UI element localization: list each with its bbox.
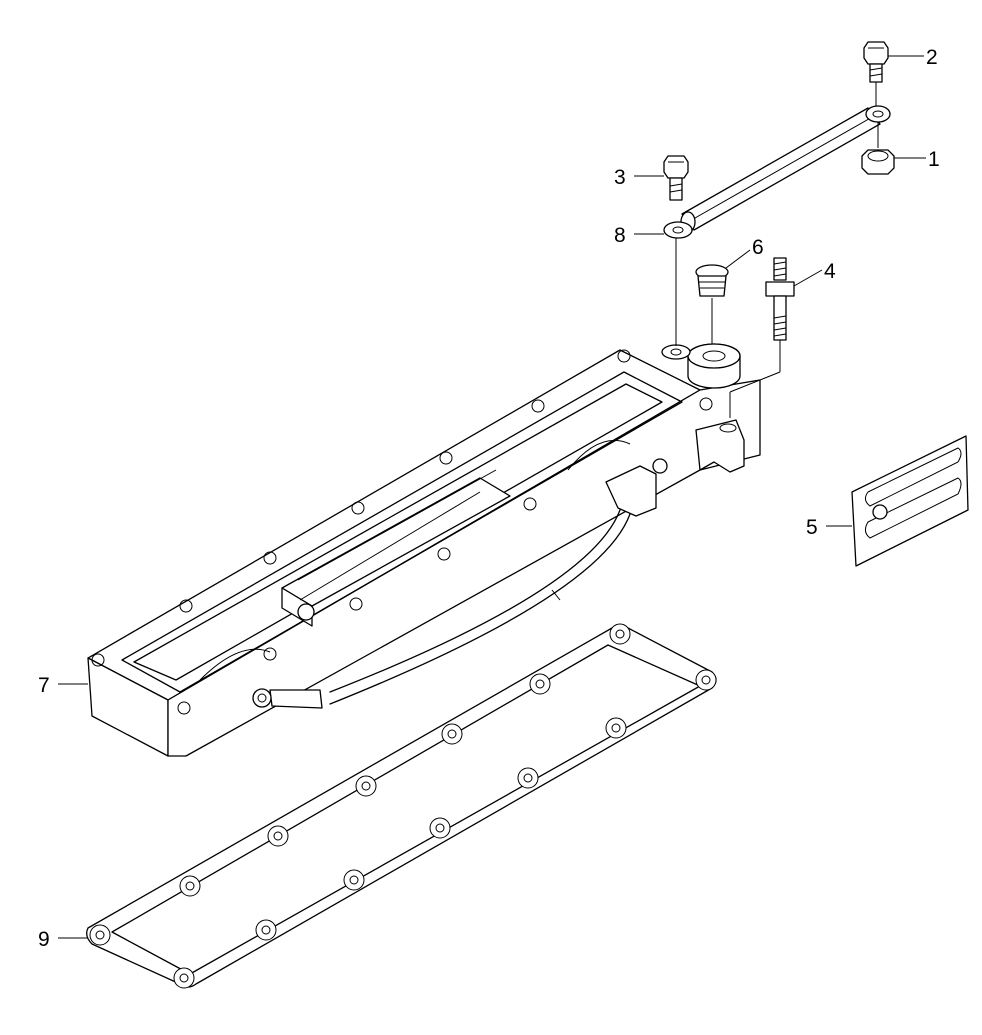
washer-part-8[interactable] — [663, 221, 693, 346]
pipe-assembly — [680, 107, 881, 233]
housing-part[interactable] — [87, 343, 761, 757]
bolt-part-2[interactable] — [863, 41, 891, 148]
plug-part-6[interactable] — [695, 264, 729, 344]
heater-element — [281, 469, 511, 627]
callout-7: 7 — [38, 674, 88, 697]
callout-label: 1 — [928, 148, 940, 171]
callout-4: 4 — [793, 260, 836, 287]
callout-label: 9 — [38, 928, 50, 951]
stud-part-4[interactable] — [729, 257, 795, 418]
callout-3: 3 — [614, 166, 664, 189]
callout-1: 1 — [894, 148, 940, 171]
callout-label: 6 — [752, 236, 764, 259]
callout-label: 5 — [806, 516, 818, 539]
nut-part-1[interactable] — [861, 149, 895, 175]
callout-label: 3 — [614, 166, 626, 189]
callout-label: 4 — [824, 260, 836, 283]
callout-9: 9 — [38, 928, 88, 951]
callout-8: 8 — [614, 224, 664, 247]
callout-label: 7 — [38, 674, 50, 697]
callout-6: 6 — [725, 236, 764, 269]
callout-label: 8 — [614, 224, 626, 247]
cover-plate-part[interactable] — [851, 435, 969, 567]
callout-label: 2 — [926, 46, 938, 69]
gasket-part[interactable] — [86, 623, 717, 989]
bolt-part-3[interactable] — [663, 155, 689, 201]
callout-5: 5 — [806, 516, 852, 539]
callout-2: 2 — [888, 46, 938, 69]
